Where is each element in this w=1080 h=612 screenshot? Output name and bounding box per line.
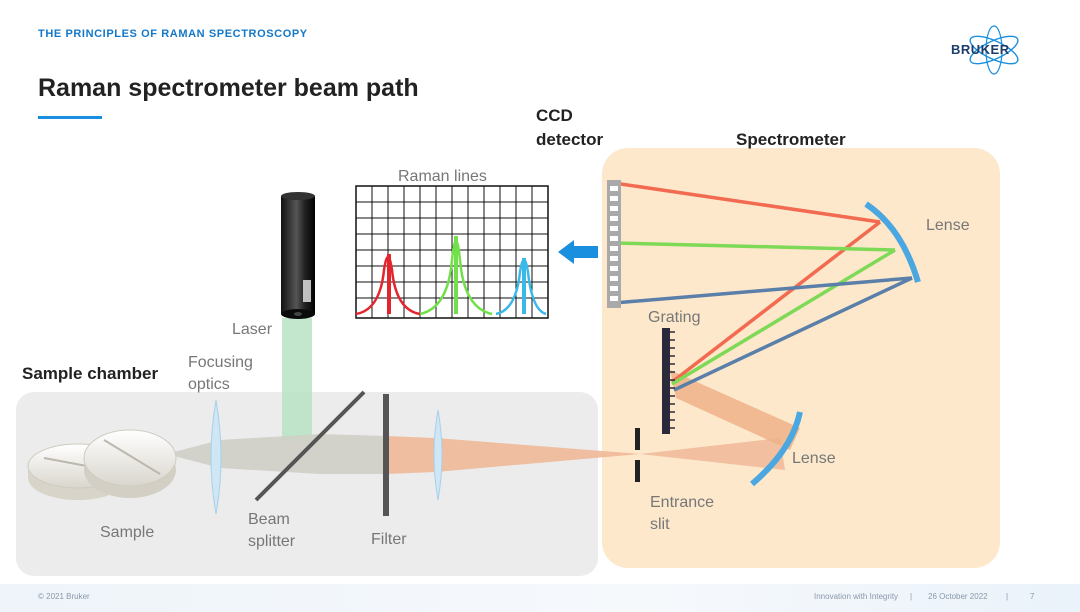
coupling-lens-icon (433, 409, 443, 501)
laser-beam (282, 318, 312, 442)
grating-icon (662, 328, 670, 434)
laser-label: Laser (232, 321, 273, 338)
raman-bar-red (387, 254, 391, 314)
ccd-pixels (610, 186, 618, 301)
entrance-slit-upper (635, 428, 640, 450)
raman-bar-blue (522, 258, 526, 314)
lense-top-label: Lense (926, 217, 970, 234)
beam-splitter-label-line1: Beam (248, 511, 290, 528)
raman-lines-label: Raman lines (398, 168, 487, 185)
ray-green-2 (613, 241, 896, 252)
filtered-beam (386, 436, 640, 474)
spectrometer-region (602, 148, 1000, 568)
ray-blue-2 (613, 276, 913, 305)
top-lense-icon (864, 201, 921, 283)
output-arrow-icon (558, 240, 598, 264)
focusing-optics-label-line1: Focusing (188, 354, 253, 371)
grating-label: Grating (648, 309, 700, 326)
sample-tablets-icon (27, 429, 177, 500)
footer-copyright: © 2021 Bruker (38, 592, 90, 601)
section-kicker: THE PRINCIPLES OF RAMAN SPECTROSCOPY (38, 28, 308, 40)
ccd-label-line2: detector (536, 130, 603, 149)
slit-to-lense-beam (640, 438, 785, 470)
ccd-label-line1: CCD (536, 106, 573, 125)
sample-label: Sample (100, 524, 154, 541)
footer-separator-2: | (1006, 592, 1009, 601)
lense-to-grating-beam (670, 370, 800, 450)
ray-red-2 (613, 181, 881, 224)
footer-page-number: 7 (1030, 592, 1035, 601)
entrance-slit-label-line2: slit (650, 516, 670, 533)
footer-separator-1: | (910, 592, 913, 601)
sample-chamber-label: Sample chamber (22, 364, 158, 383)
focusing-lens-icon (210, 399, 222, 515)
entrance-slit-label-line1: Entrance (650, 494, 714, 511)
bruker-logo-text: BRUKER (951, 42, 1010, 57)
laser-icon (281, 192, 315, 319)
grating-teeth (670, 331, 675, 429)
bottom-lense-icon (750, 411, 803, 487)
beam-splitter-label-line2: splitter (248, 533, 296, 550)
title-underline (38, 116, 102, 119)
page-title: Raman spectrometer beam path (38, 74, 419, 102)
footer-date: 26 October 2022 (928, 592, 988, 601)
bruker-logo-icon (969, 25, 1019, 75)
beam-splitter-icon (254, 390, 366, 502)
ray-blue-1 (673, 276, 913, 392)
ray-green-1 (671, 248, 896, 386)
footer-tagline: Innovation with Integrity (814, 592, 899, 601)
raman-bar-green (454, 236, 458, 314)
footer-bar (0, 584, 1080, 612)
focusing-optics-label-line2: optics (188, 376, 230, 393)
entrance-slit-lower (635, 460, 640, 482)
filter-label: Filter (371, 531, 407, 548)
lense-bottom-label: Lense (792, 450, 836, 467)
spectrometer-label: Spectrometer (736, 130, 846, 149)
filter-icon (383, 394, 389, 516)
